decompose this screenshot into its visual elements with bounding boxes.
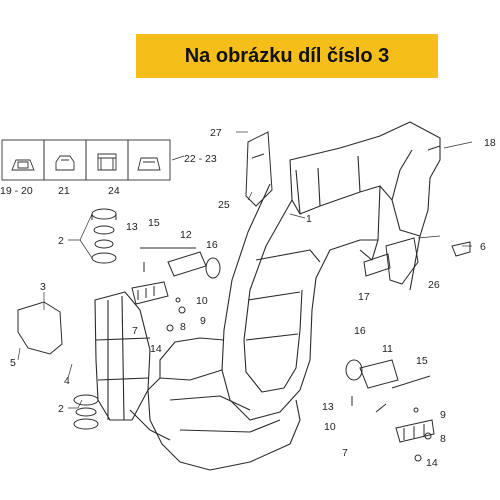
callout-26: 26 (428, 279, 440, 291)
left-footrest-assembly (131, 247, 221, 332)
callout-4: 4 (64, 375, 70, 387)
callout-21: 21 (58, 185, 70, 197)
small-parts-inset (1, 139, 171, 181)
callout-17: 17 (358, 291, 370, 303)
bracket-3-part (17, 301, 63, 355)
callout-7-left: 7 (132, 325, 138, 337)
spring-clip-part (137, 157, 161, 171)
callout-6: 6 (480, 241, 486, 253)
front-down-tube (129, 409, 171, 441)
frame-cross-members (245, 249, 321, 341)
pivot-11-right (359, 359, 399, 389)
callout-1: 1 (306, 213, 312, 225)
callout-8-left: 8 (180, 321, 186, 333)
bracket-parts (17, 131, 471, 355)
frame-right-rail (221, 183, 378, 421)
nut-14-left (166, 324, 174, 332)
frame-inner-rail (243, 199, 303, 393)
clip-nut-part (11, 159, 35, 171)
callout-9-right: 9 (440, 409, 446, 421)
frame-top-ribs (295, 149, 413, 215)
callout-24: 24 (108, 185, 120, 197)
callout-2-bottom: 2 (58, 403, 64, 415)
frame-top-cradle (289, 121, 441, 237)
callout-14-left: 14 (150, 343, 162, 355)
callout-3: 3 (40, 281, 46, 293)
bolt-15-right (391, 375, 431, 389)
bearing-stack-bottom (73, 394, 99, 430)
washer-9-left (175, 297, 181, 303)
inset-box-24 (85, 139, 129, 181)
spacer-16-left (205, 257, 221, 279)
footrest-7-left (131, 281, 169, 305)
bracket-26-part (385, 237, 419, 285)
callout-13-right: 13 (322, 401, 334, 413)
callout-15-left: 15 (148, 217, 160, 229)
pivot-12-left (167, 251, 207, 277)
inset-box-22-23 (127, 139, 171, 181)
part-number-banner: Na obrázku díl číslo 3 (136, 34, 438, 78)
callout-11: 11 (382, 343, 393, 355)
callout-16-right: 16 (354, 325, 366, 337)
callout-10-left: 10 (196, 295, 208, 307)
frame-rear-legs (359, 185, 421, 291)
callout-labels: 1 2 2 3 4 5 6 7 7 8 8 9 9 10 10 11 12 13… (0, 127, 496, 469)
callout-5: 5 (10, 357, 16, 369)
frame-lower-loop (147, 369, 301, 471)
frame-lower-front (159, 337, 225, 378)
banner-text: Na obrázku díl číslo 3 (184, 44, 390, 67)
steering-head-details (95, 295, 151, 421)
bearing-stack-top (91, 208, 117, 264)
callout-8-right: 8 (440, 433, 446, 445)
callout-22-23: 22 - 23 (184, 153, 217, 165)
screw-18-part (427, 145, 441, 151)
plate-17-part (363, 253, 391, 277)
nut-14-right (414, 454, 422, 462)
cage-nut-part (55, 155, 75, 171)
callout-19-20: 19 - 20 (0, 185, 33, 197)
frame-lower-cross (169, 395, 281, 433)
bracket-25-part (245, 131, 273, 207)
main-frame (94, 121, 441, 471)
callout-18: 18 (484, 137, 496, 149)
leader-lines (17, 131, 473, 409)
clip-6-part (451, 241, 471, 257)
callout-15-right: 15 (416, 355, 428, 367)
washer-9-right (413, 407, 419, 413)
nut-8-left (178, 306, 186, 314)
callout-9-left: 9 (200, 315, 206, 327)
callout-25: 25 (218, 199, 230, 211)
callout-12: 12 (180, 229, 192, 241)
callout-7-right: 7 (342, 447, 348, 459)
right-footrest-assembly (345, 359, 435, 462)
spacer-16-right (345, 359, 363, 381)
callout-2-top: 2 (58, 235, 64, 247)
callout-13-left: 13 (126, 221, 138, 233)
spring-10-right (375, 403, 387, 413)
footrest-7-right (395, 419, 435, 443)
steering-head-bracket (94, 291, 151, 421)
callout-14-right: 14 (426, 457, 438, 469)
callout-10-right: 10 (324, 421, 336, 433)
callout-27: 27 (210, 127, 222, 139)
nut-8-right (424, 432, 432, 440)
callout-16-left: 16 (206, 239, 218, 251)
rubber-bush-part (97, 153, 117, 171)
